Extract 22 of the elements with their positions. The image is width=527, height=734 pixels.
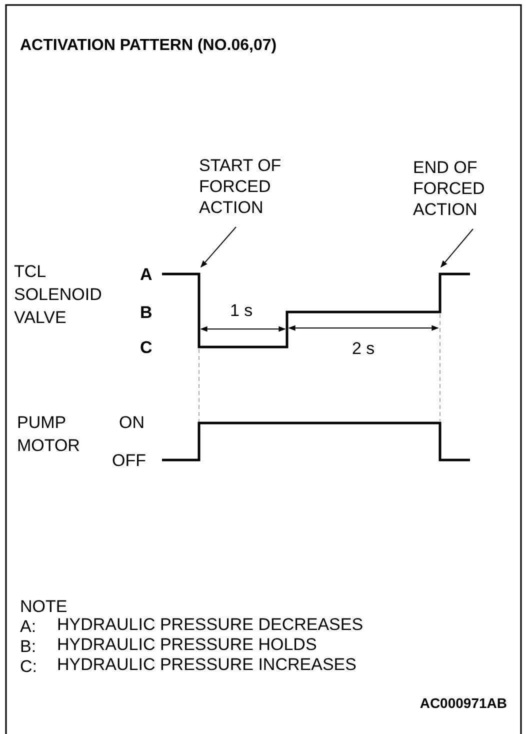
callout-text: END OF FORCED ACTION xyxy=(413,157,523,220)
figure-code: AC000971AB xyxy=(420,694,507,713)
leader-arrow xyxy=(200,226,236,268)
leader-arrow xyxy=(440,228,474,268)
signal-label: TCL SOLENOID VALVE xyxy=(14,261,103,329)
level-label: A xyxy=(140,264,152,285)
duration-label: 2 s xyxy=(352,338,375,359)
level-label: B xyxy=(140,302,152,323)
signal-label: PUMP MOTOR xyxy=(17,412,81,457)
note-text: HYDRAULIC PRESSURE HOLDS xyxy=(57,634,317,655)
duration-label: 1 s xyxy=(230,300,253,321)
diagram-title: ACTIVATION PATTERN (NO.06,07) xyxy=(20,36,277,56)
level-label: C xyxy=(140,337,152,358)
note-text: HYDRAULIC PRESSURE INCREASES xyxy=(57,654,356,675)
level-label: ON xyxy=(119,412,144,433)
note-key: C: xyxy=(20,656,37,677)
note-text: HYDRAULIC PRESSURE DECREASES xyxy=(57,614,364,635)
note-key: B: xyxy=(20,636,36,657)
level-label: OFF xyxy=(112,450,146,471)
callout-text: START OF FORCED ACTION xyxy=(199,155,319,218)
note-heading: NOTE xyxy=(20,596,68,617)
note-key: A: xyxy=(20,616,36,637)
